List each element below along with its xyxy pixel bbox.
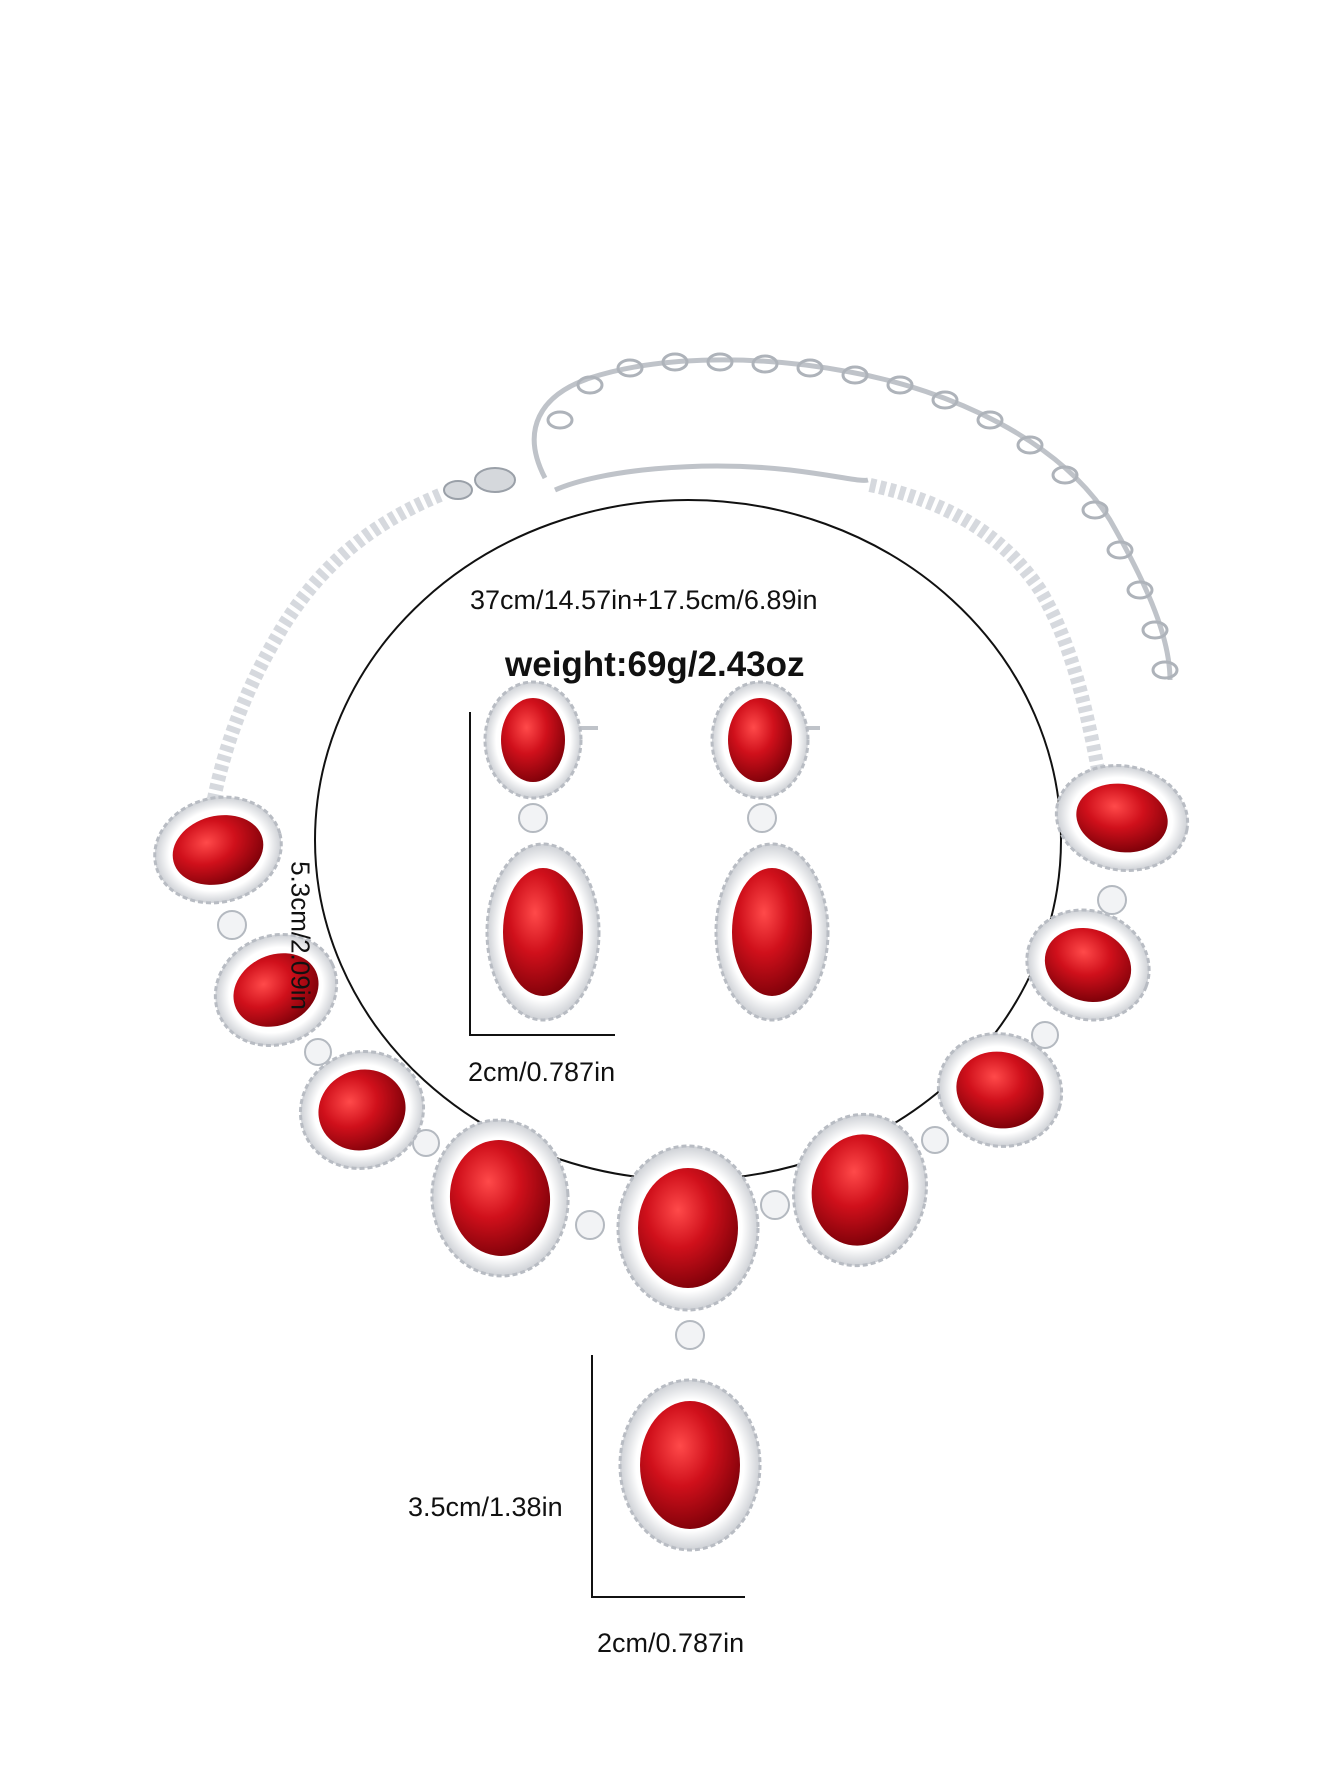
gem (616, 1144, 760, 1312)
earring-measure-line (469, 712, 615, 1036)
pendant-measure-line (591, 1355, 745, 1598)
pendant-width-label: 2cm/0.787in (597, 1628, 745, 1658)
earring-width-label: 2cm/0.787in (468, 1057, 616, 1087)
rhinestone-strand-right (868, 478, 1107, 782)
extension-chain (531, 357, 1173, 681)
lobster-clasp (443, 467, 516, 500)
necklace-length-label: 37cm/14.57in+17.5cm/6.89in (470, 585, 818, 615)
gem (153, 795, 283, 905)
earring-height-label: 5.3cm/2.09in (285, 861, 316, 1010)
gem (213, 932, 339, 1048)
gem (298, 1050, 426, 1170)
earring-right (710, 680, 830, 1022)
chain-links (546, 352, 1179, 680)
weight-label: weight:69g/2.43oz (505, 645, 805, 684)
gem (792, 1112, 928, 1268)
pendant-gem (618, 1378, 762, 1552)
rhinestone-strand-left (203, 488, 443, 822)
measure-lines (469, 712, 745, 1598)
necklace-gems (153, 764, 1190, 1552)
gem (936, 1032, 1064, 1148)
connector-crystals (217, 885, 1127, 1350)
gem (1025, 908, 1151, 1022)
pendant-height-label: 3.5cm/1.38in (408, 1492, 563, 1522)
earring-left (483, 680, 601, 1022)
gem (430, 1118, 570, 1278)
gem (1054, 764, 1190, 872)
